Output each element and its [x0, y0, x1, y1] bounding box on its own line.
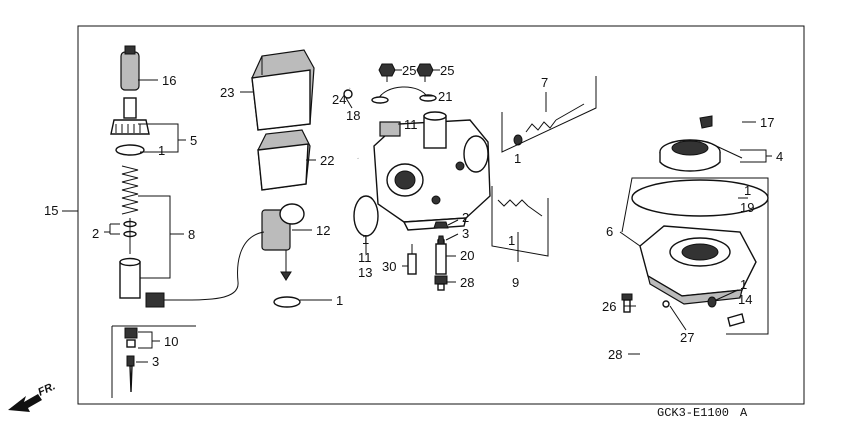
callout-1-body: 1 — [362, 232, 369, 247]
callout-4: 4 — [776, 149, 783, 164]
part-24-tube-inner — [338, 43, 362, 159]
part-7-screw-spring — [513, 103, 585, 146]
callout-6: 6 — [606, 224, 613, 239]
callout-26: 26 — [602, 299, 616, 314]
callout-9: 9 — [512, 275, 519, 290]
throttle-valve — [119, 257, 141, 299]
part-3-pilot-screw — [126, 355, 135, 393]
callout-5: 5 — [190, 133, 197, 148]
part-23-cover — [251, 49, 315, 131]
direction-label: FR. — [36, 380, 57, 398]
callout-28: 28 — [608, 347, 622, 362]
callout-2-clip: 2 — [92, 226, 99, 241]
part-7-bracket — [501, 76, 597, 153]
part-25-screw-b — [416, 63, 434, 82]
callout-11: 11 — [358, 250, 372, 265]
callout-12: 12 — [316, 223, 330, 238]
carburetor-body — [373, 111, 491, 231]
callout-16: 16 — [162, 73, 176, 88]
drawing-code: GCK3-E1100 — [657, 406, 729, 420]
callout-27: 27 — [680, 330, 694, 345]
part-9-bracket — [491, 186, 549, 257]
connector — [145, 292, 165, 308]
diagram-frame — [77, 25, 805, 405]
callout-15: 15 — [44, 203, 58, 218]
part-8-spring — [121, 165, 139, 215]
part-9-screw-spring — [497, 199, 543, 217]
part-2-jet-washer — [433, 221, 449, 229]
callout-14: 14 — [738, 292, 752, 307]
part-18-clip — [343, 89, 353, 99]
part-16-cap-boot — [120, 45, 140, 91]
callout-25-b: 25 — [440, 63, 454, 78]
leader-lines — [62, 69, 772, 363]
callout-17: 17 — [760, 115, 774, 130]
part-1-oring-lower — [273, 296, 301, 308]
callout-21: 21 — [438, 89, 452, 104]
part-27-clip — [662, 300, 670, 308]
part-14-drain-screw — [707, 296, 745, 327]
callout-7: 7 — [541, 75, 548, 90]
callout-1-washer: 1 — [158, 143, 165, 158]
callout-10: 10 — [164, 334, 178, 349]
part-12-auto-choke — [261, 203, 305, 281]
callout-3-jet: 3 — [462, 226, 469, 241]
part-21-bracket — [371, 86, 437, 104]
inset-frame — [111, 325, 196, 398]
part-28-drain-hose-inner — [633, 307, 663, 393]
part-20-main-jet — [435, 235, 447, 275]
part-10-screw — [124, 327, 138, 348]
float-bracket — [621, 177, 769, 335]
part-22-cover — [257, 129, 311, 191]
callout-1-screw9: 1 — [508, 233, 515, 248]
choke-wire — [162, 231, 265, 301]
callout-3-pilot: 3 — [152, 354, 159, 369]
callout-19: 19 — [740, 200, 754, 215]
callout-23: 23 — [220, 85, 234, 100]
part-5-top-nut — [110, 97, 150, 135]
front-direction-arrow: FR. — [8, 380, 57, 412]
callout-13: 13 — [358, 265, 372, 280]
callout-1-gasket: 1 — [744, 183, 751, 198]
part-17-clip — [699, 115, 713, 129]
part-25-screw-a — [378, 63, 396, 82]
callout-1-screw7: 1 — [514, 151, 521, 166]
callout-8: 8 — [188, 227, 195, 242]
callout-1-oring: 1 — [336, 293, 343, 308]
float-chamber — [639, 225, 757, 305]
callout-24: 24 — [332, 92, 346, 107]
callout-22: 22 — [320, 153, 334, 168]
callout-1-drain: 1 — [740, 277, 747, 292]
callout-20: 20 — [460, 248, 474, 263]
part-1-oring-body — [353, 195, 379, 237]
callout-2-jet: 2 — [462, 210, 469, 225]
part-29-drain-screw — [434, 275, 448, 291]
callout-25-a: 25 — [402, 63, 416, 78]
part-4-valve-cap — [659, 139, 743, 172]
callout-11-body: 11 — [404, 117, 418, 132]
part-1-gasket — [631, 179, 769, 217]
part-1-washer-top — [115, 144, 145, 156]
drawing-suffix: A — [740, 406, 748, 420]
part-30-jet — [407, 244, 417, 275]
callout-18: 18 — [346, 108, 360, 123]
callout-30: 30 — [382, 259, 396, 274]
callout-29: 28 — [460, 275, 474, 290]
part-26-screw — [621, 293, 633, 313]
